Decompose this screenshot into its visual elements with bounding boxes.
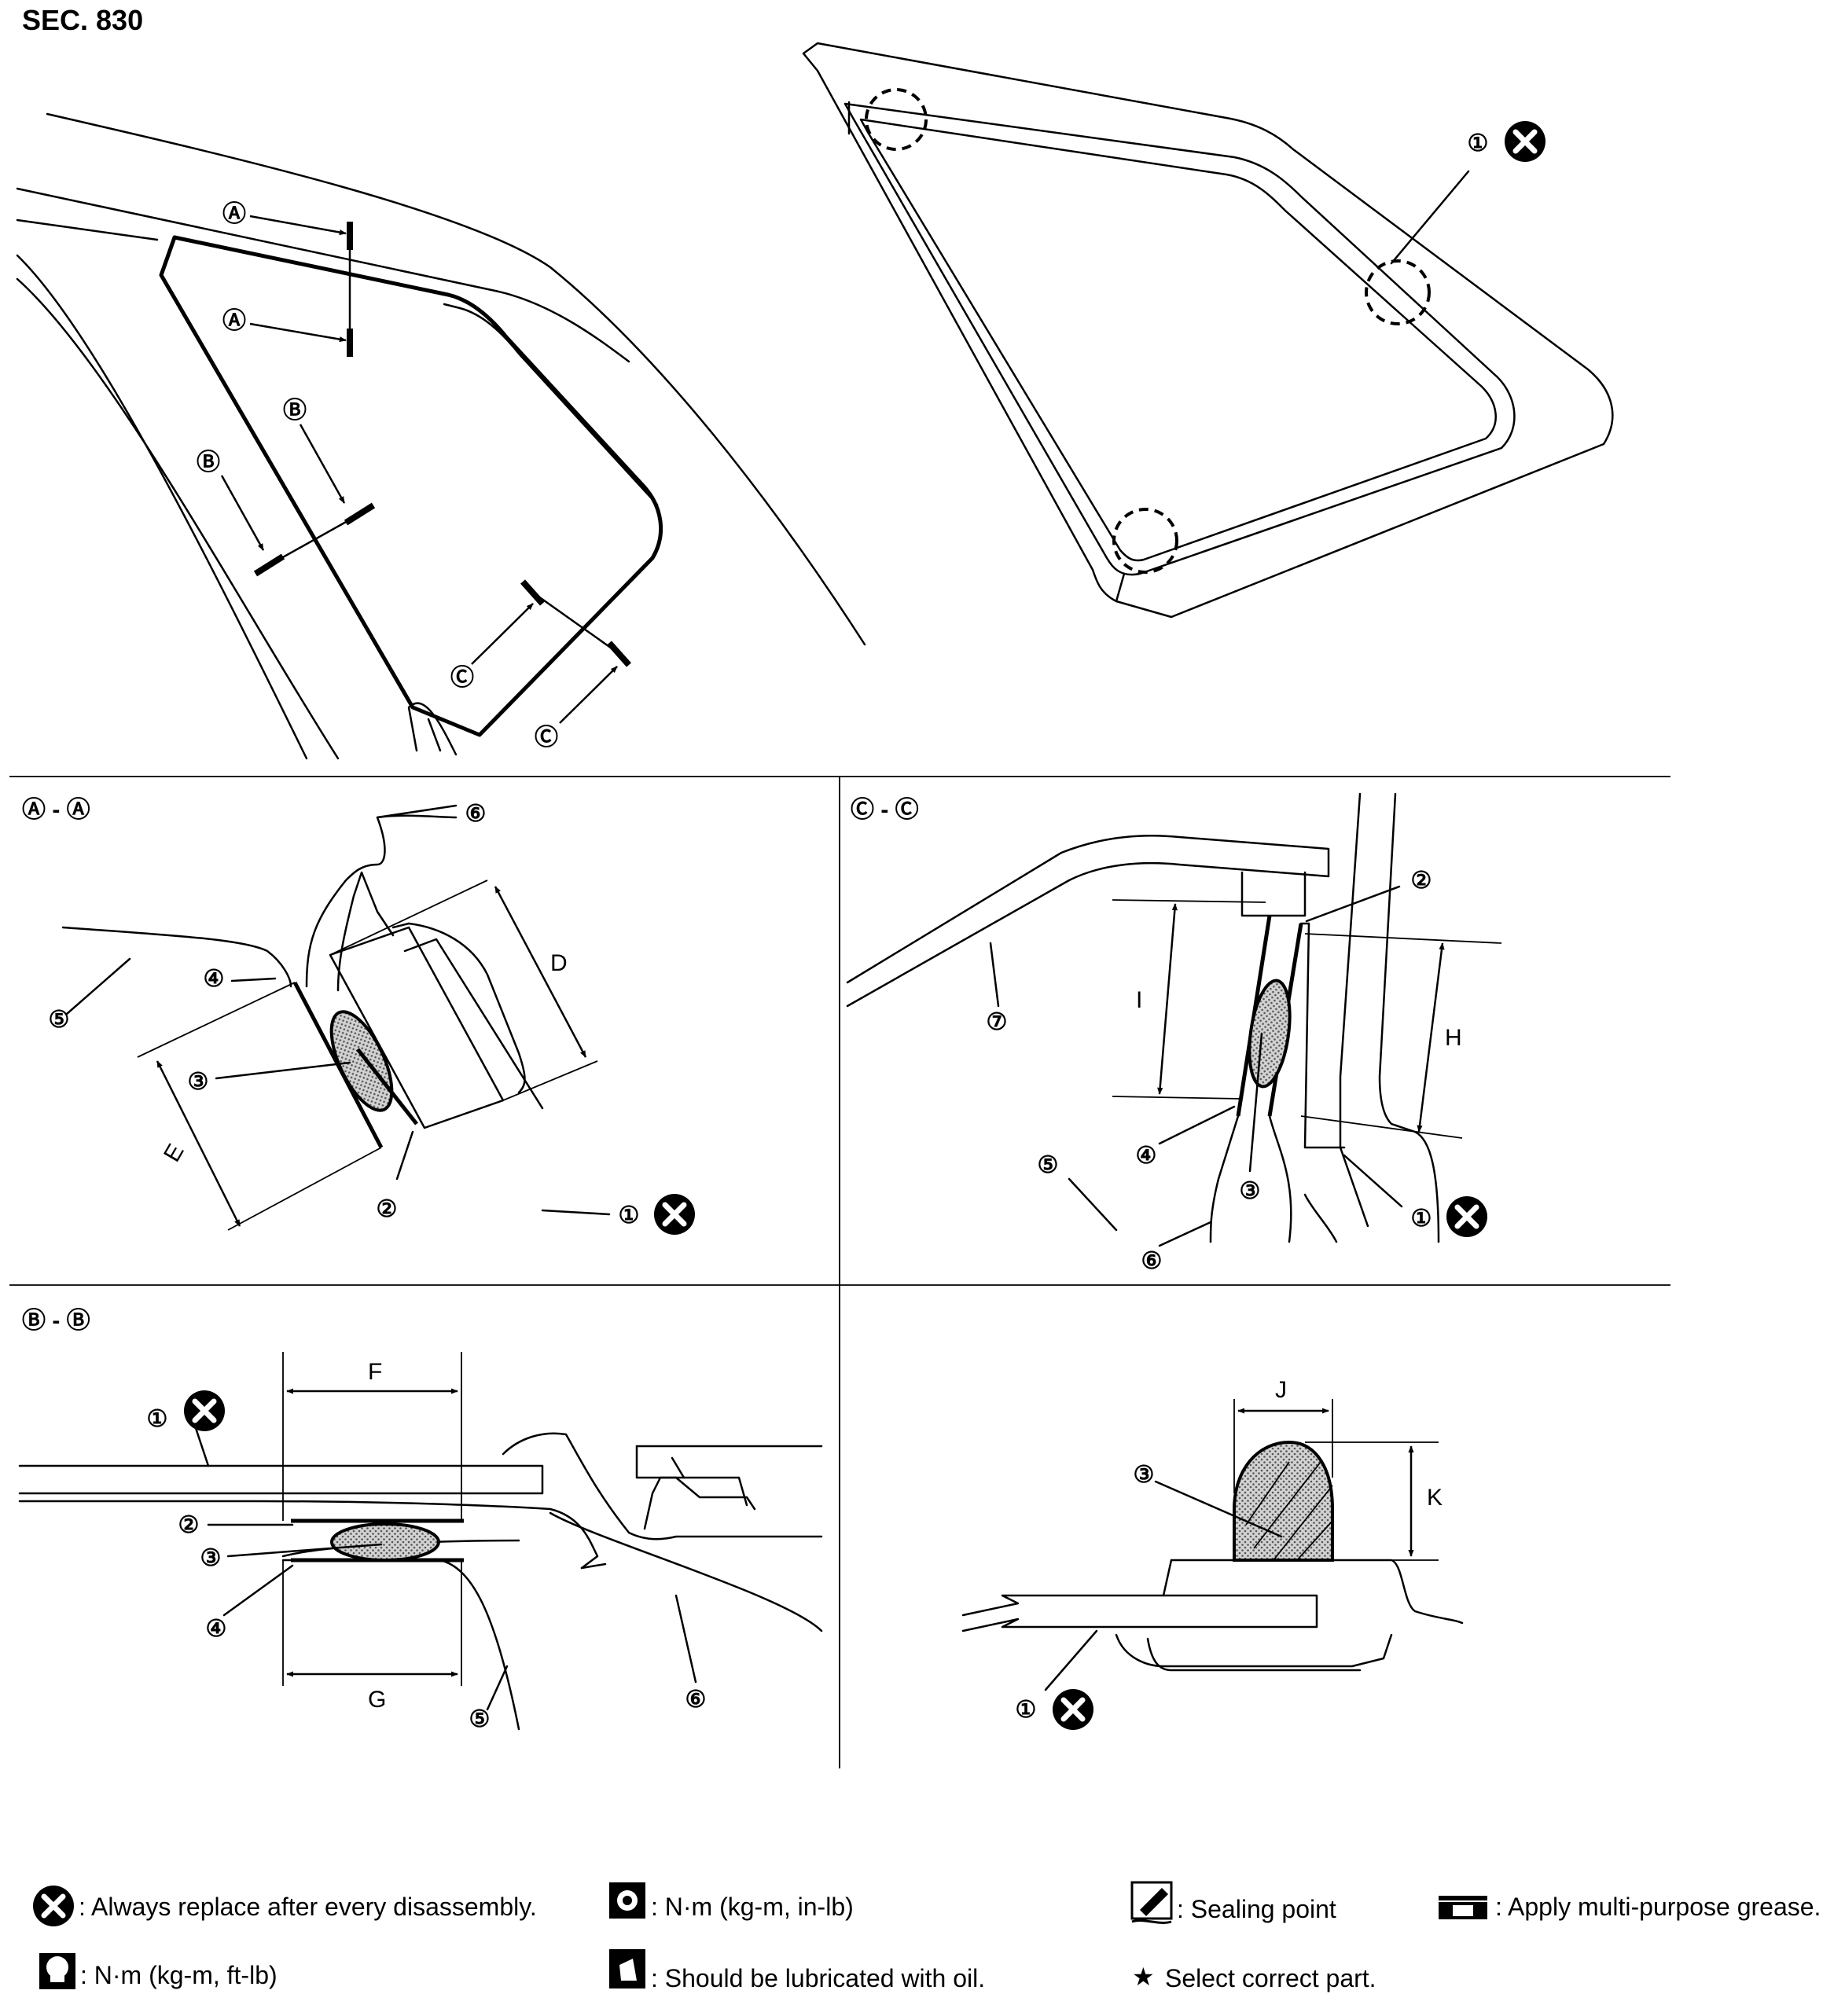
part-1-label-aa: ① [619, 1203, 640, 1228]
section-c-c: Ⓒ - Ⓒ I H ② ⑦ ④ ③ ⑤ ⑥ [846, 792, 1502, 1274]
replace-icon-detail [1053, 1689, 1093, 1730]
part-4-label-cc: ④ [1136, 1143, 1157, 1169]
part-4-label-bb: ④ [206, 1616, 227, 1642]
dimension-e: E [159, 1140, 189, 1166]
view-label-cc: Ⓒ - Ⓒ [851, 797, 919, 823]
part-5-label-aa: ⑤ [49, 1007, 70, 1033]
marker-c-lower: Ⓒ [535, 725, 558, 751]
detail-circle-right [1365, 259, 1431, 325]
body-side-view [16, 112, 866, 760]
sealing-gun-icon [1130, 1881, 1173, 1924]
view-label-aa: Ⓐ - Ⓐ [22, 797, 90, 823]
sealer-detail: J K ③ ① [961, 1377, 1464, 1730]
quarter-glass-with-molding: ① [802, 42, 1614, 619]
legend-torque-in-lb: : N·m (kg-m, in-lb) [651, 1893, 854, 1921]
dimension-k: K [1427, 1485, 1443, 1511]
legend-oil: : Should be lubricated with oil. [651, 1964, 985, 1992]
replace-icon-bb [184, 1390, 225, 1431]
part-6-label-bb: ⑥ [685, 1687, 707, 1713]
detail-circle-upper [865, 88, 928, 151]
detail-circle-lower [1112, 508, 1178, 574]
section-b-b: Ⓑ - Ⓑ F G ① ② ③ ④ [18, 1308, 823, 1732]
section-markers: Ⓐ Ⓐ Ⓑ Ⓑ Ⓒ Ⓒ [197, 201, 631, 751]
view-label-bb: Ⓑ - Ⓑ [22, 1308, 90, 1334]
replace-icon-cc [1446, 1196, 1487, 1237]
part-7-label-cc: ⑦ [987, 1009, 1008, 1035]
legend-select-part: Select correct part. [1165, 1964, 1376, 1992]
part-2-label-aa: ② [377, 1196, 398, 1222]
part-6-label-cc: ⑥ [1141, 1248, 1163, 1274]
section-number: SEC. 830 [22, 4, 143, 36]
part-2-label-cc: ② [1411, 868, 1432, 894]
x-circle-icon [33, 1886, 74, 1926]
quarter-glass-outline [159, 235, 663, 737]
part-2-label-bb: ② [178, 1512, 200, 1538]
dimension-f: F [368, 1359, 382, 1385]
torque-wrench-icon-ft-lb [39, 1953, 75, 1989]
replace-icon-aa [654, 1194, 695, 1235]
part-6-label-aa: ⑥ [465, 801, 487, 827]
section-a-a: Ⓐ - Ⓐ D E ④ ⑤ ③ ② ⑥ ① [22, 797, 695, 1235]
marker-c-upper: Ⓒ [450, 665, 474, 691]
oil-can-icon [609, 1949, 645, 1988]
marker-b-upper: Ⓑ [283, 398, 307, 424]
legend-torque-ft-lb: : N·m (kg-m, ft-lb) [80, 1961, 277, 1989]
legend: : Always replace after every disassembly… [33, 1881, 1821, 1992]
part-3-label-bb: ③ [200, 1545, 222, 1571]
part-4-label-aa: ④ [204, 966, 225, 992]
part-3-label-aa: ③ [188, 1069, 209, 1095]
part-3-label-cc: ③ [1240, 1178, 1261, 1204]
marker-a-upper: Ⓐ [222, 201, 246, 227]
marker-a-lower: Ⓐ [222, 308, 246, 334]
marker-b-lower: Ⓑ [197, 450, 220, 476]
part-1-label-detail: ① [1016, 1697, 1037, 1723]
part-1-label-bb: ① [147, 1406, 168, 1432]
part-5-label-cc: ⑤ [1038, 1152, 1059, 1178]
dimension-j: J [1275, 1377, 1287, 1403]
star-icon: ★ [1132, 1963, 1155, 1991]
dimension-g: G [368, 1687, 386, 1713]
dimension-d: D [550, 950, 568, 976]
dimension-h: H [1445, 1025, 1462, 1051]
torque-wrench-icon-in-lb [609, 1882, 645, 1919]
legend-sealing: : Sealing point [1177, 1895, 1336, 1923]
part-5-label-bb: ⑤ [469, 1706, 491, 1732]
part-1-label-top: ① [1468, 130, 1489, 156]
dimension-i: I [1136, 987, 1142, 1013]
part-1-label-cc: ① [1411, 1206, 1432, 1232]
grease-gun-icon [1439, 1896, 1487, 1919]
legend-grease: : Apply multi-purpose grease. [1495, 1893, 1821, 1921]
legend-replace: : Always replace after every disassembly… [79, 1893, 537, 1921]
replace-icon-top [1505, 121, 1545, 162]
part-3-label-detail: ③ [1134, 1462, 1155, 1488]
